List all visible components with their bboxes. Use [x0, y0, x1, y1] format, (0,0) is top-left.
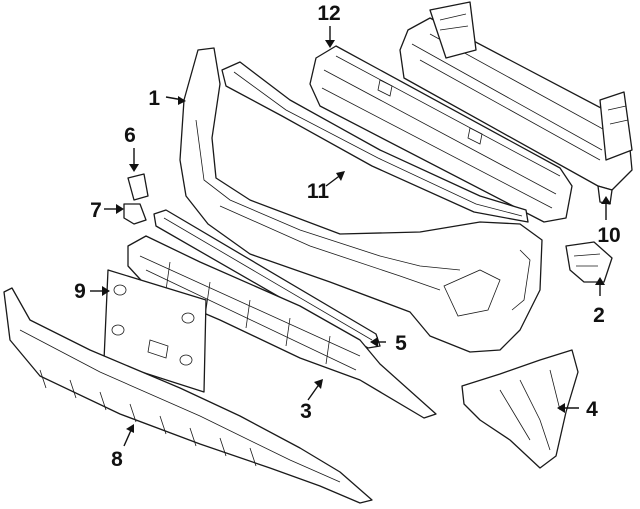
callout-2: 2	[593, 304, 605, 327]
callout-1: 1	[148, 87, 160, 110]
grille-strip	[153, 209, 381, 349]
callout-8: 8	[111, 448, 123, 471]
callout-3: 3	[300, 400, 312, 423]
lower-side-bracket	[461, 349, 579, 469]
lower-valance	[3, 287, 373, 504]
callout-7: 7	[90, 199, 102, 222]
callout-6: 6	[124, 124, 136, 147]
callout-11: 11	[307, 180, 330, 203]
callout-labels: 1 2 3 4 5 6 7 8 9 10 11 12	[74, 2, 621, 471]
callout-12: 12	[317, 2, 340, 25]
clip-upper	[127, 173, 149, 201]
side-bracket	[565, 241, 613, 283]
callout-5: 5	[395, 332, 407, 355]
callout-10: 10	[597, 224, 620, 247]
upper-retainer	[221, 61, 529, 223]
reinforcement-beam	[399, 1, 633, 205]
energy-absorber	[309, 45, 573, 223]
callout-9: 9	[74, 280, 86, 303]
clip-lower	[123, 203, 147, 225]
bumper-cover	[179, 47, 543, 353]
license-plate-bracket	[103, 269, 207, 393]
callout-4: 4	[586, 398, 598, 421]
leader-lines	[90, 26, 611, 447]
